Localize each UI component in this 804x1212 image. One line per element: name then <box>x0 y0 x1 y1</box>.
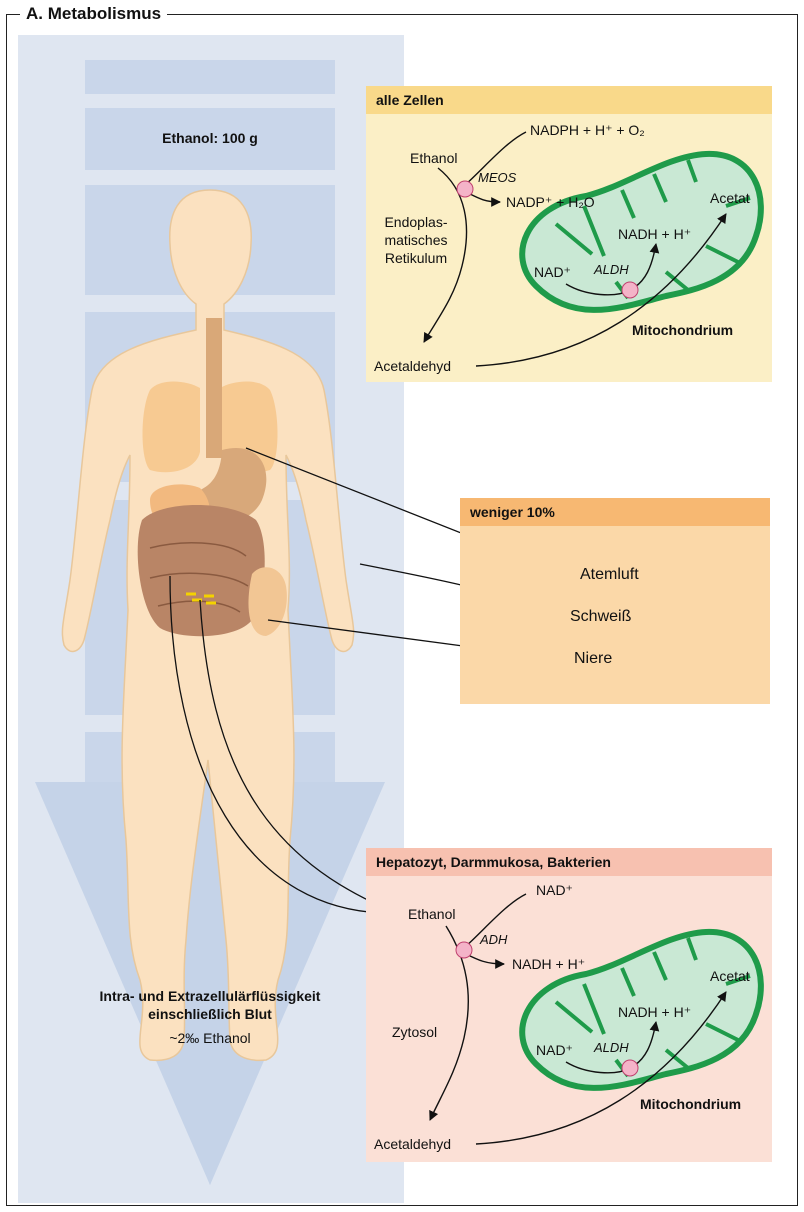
er-label-line2: matisches <box>368 232 464 248</box>
schweiss-label: Schweiß <box>570 608 631 626</box>
acetat-label: Acetat <box>710 190 750 206</box>
ethanol-intake-label: Ethanol: 100 g <box>85 130 335 146</box>
fluid-label-line1: Intra- und Extrazellulärflüssigkeit <box>40 988 380 1004</box>
niere-label: Niere <box>574 650 612 668</box>
acetaldehyd-label-2: Acetaldehyd <box>374 1136 451 1152</box>
er-label-line3: Retikulum <box>368 250 464 266</box>
mitochondrium-label: Mitochondrium <box>632 322 733 338</box>
nadh-label-2: NADH + H⁺ <box>618 1004 691 1021</box>
acetaldehyd-label: Acetaldehyd <box>374 358 451 374</box>
blood-alcohol-label: ~2‰ Ethanol <box>40 1030 380 1046</box>
nadp-label: NADP⁺ + H₂O <box>506 194 595 211</box>
meos-enzyme-label: MEOS <box>478 170 516 185</box>
atemluft-label: Atemluft <box>580 566 639 584</box>
ethanol-label-2: Ethanol <box>408 906 455 922</box>
mitochondrium-label-2: Mitochondrium <box>640 1096 741 1112</box>
acetat-label-2: Acetat <box>710 968 750 984</box>
nadh-top-label: NADH + H⁺ <box>512 956 585 973</box>
nadh-label: NADH + H⁺ <box>618 226 691 243</box>
nad-top-label: NAD⁺ <box>536 882 573 899</box>
fluid-label-line2: einschließlich Blut <box>40 1006 380 1022</box>
er-label-line1: Endoplas- <box>368 214 464 230</box>
aldh-enzyme-label-2: ALDH <box>594 1040 629 1055</box>
excretion-header: weniger 10% <box>460 498 770 526</box>
hepatocyte-box: Hepatozyt, Darmmukosa, Bakterien NAD⁺ Et… <box>366 848 772 1162</box>
zytosol-label: Zytosol <box>392 1024 437 1040</box>
aldh-enzyme-label: ALDH <box>594 262 629 277</box>
nad-label-2: NAD⁺ <box>536 1042 573 1059</box>
ethanol-label: Ethanol <box>410 150 457 166</box>
nadph-label: NADPH + H⁺ + O₂ <box>530 122 645 139</box>
excretion-box: weniger 10% Atemluft Schweiß Niere <box>460 498 770 704</box>
all-cells-box: alle Zellen Ethanol NADPH + H⁺ + O₂ MEOS… <box>366 86 772 382</box>
adh-enzyme-label: ADH <box>480 932 507 947</box>
nad-label: NAD⁺ <box>534 264 571 281</box>
